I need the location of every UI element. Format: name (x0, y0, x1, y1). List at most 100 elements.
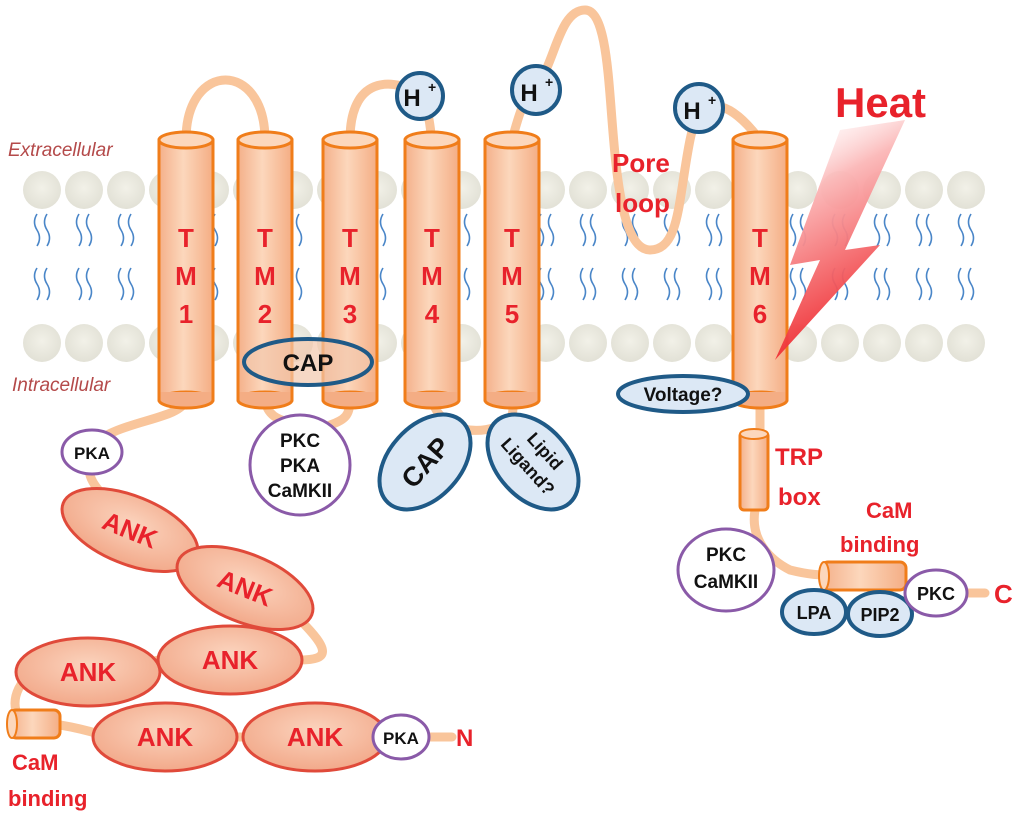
ank-label: ANK (287, 722, 344, 752)
lipid-tail-lower (547, 267, 555, 301)
lipid-tail-lower (117, 267, 125, 301)
lipid-tail-upper (75, 213, 83, 247)
ank-label: ANK (202, 645, 259, 675)
pkc-site-c2: PKC (903, 568, 969, 618)
heat-lightning-icon (775, 120, 905, 360)
lipid-head-inner (653, 324, 691, 362)
ank-repeat-5: ANK (91, 701, 239, 773)
pka-site-top: PKA (60, 428, 124, 476)
lipid-tail-lower (663, 267, 671, 301)
proton-h-3: H (683, 98, 700, 125)
pore-loop-label-2: loop (615, 188, 670, 218)
loop-tm1-tm2 (181, 75, 270, 145)
lipid-head-outer (905, 171, 943, 209)
voltage-site: Voltage? (616, 374, 750, 414)
lipid-head-outer (695, 171, 733, 209)
lipid-tail-upper (957, 213, 965, 247)
helix-label-2: 2 (258, 299, 272, 329)
proton-site-2: H + (510, 64, 562, 116)
cam-binding-n-helix (6, 708, 62, 740)
lipid-tail-lower (33, 267, 41, 301)
lipid-tail-lower (621, 267, 629, 301)
helix-label-3: T (342, 223, 358, 253)
ank-shape (175, 545, 315, 631)
cap-tm4-site: CAP (377, 412, 473, 512)
pkc-c2-label: PKC (917, 584, 955, 604)
lipid-head-inner (863, 324, 901, 362)
lipid-tail-upper (925, 213, 933, 247)
helix-cap-fill (734, 392, 786, 400)
lipid-tail-lower (883, 267, 891, 301)
helix-label-6: M (749, 261, 771, 291)
pkc-c1-label: PKC (706, 545, 746, 566)
lipid-tail-lower (43, 267, 51, 301)
ank-repeat-1: ANK (60, 487, 200, 573)
lipid-tail-upper (715, 213, 723, 247)
helix-label-4: T (424, 223, 440, 253)
helix-top-cap (483, 130, 541, 150)
lipid-tail-upper (789, 213, 797, 247)
helix-label-2: M (254, 261, 276, 291)
ank-label: ANK (137, 722, 194, 752)
ank-label: ANK (60, 657, 117, 687)
lipid-tail-lower (967, 267, 975, 301)
lipid-head-inner (947, 324, 985, 362)
proton-charge-3: + (708, 92, 716, 108)
helix-cap-fill (160, 392, 212, 400)
kinase-label-pkc: PKC (280, 431, 320, 452)
lipid-tail-upper (33, 213, 41, 247)
lipid-tail-upper (43, 213, 51, 247)
lipid-head-outer (107, 171, 145, 209)
helix-label-6: 6 (753, 299, 767, 329)
intracellular-label: Intracellular (12, 375, 111, 396)
helix-cap-fill (239, 392, 291, 400)
lipid-tail-lower (85, 267, 93, 301)
ank-shape (91, 701, 239, 773)
lpa-site: LPA (780, 588, 848, 636)
lipid-tail-upper (295, 213, 303, 247)
lipid-tail-upper (873, 213, 881, 247)
helix-cap-fill (406, 392, 458, 400)
helix-label-1: M (175, 261, 197, 291)
proton-charge-1: + (428, 79, 436, 95)
lipid-tail-lower (789, 267, 797, 301)
helix-label-4: 4 (425, 299, 440, 329)
helix-label-6: T (752, 223, 768, 253)
tm-helix-6: TM 6 (731, 130, 789, 410)
proton-site-3: H + (673, 82, 725, 134)
lipid-tail-upper (117, 213, 125, 247)
cam-binding-c-label-1: CaM (866, 498, 912, 523)
pore-loop-label-1: Pore (612, 148, 670, 178)
helix-top-cap (236, 130, 294, 150)
lipid-tail-lower (589, 267, 597, 301)
lipid-tail-upper (883, 213, 891, 247)
helix-label-4: M (421, 261, 443, 291)
pip2-label: PIP2 (860, 605, 899, 625)
lipid-head-outer (23, 171, 61, 209)
lipid-tail-lower (873, 267, 881, 301)
lipid-head-inner (23, 324, 61, 362)
pka-top-label: PKA (74, 444, 110, 463)
lipid-tail-lower (295, 267, 303, 301)
helix-label-1: 1 (179, 299, 193, 329)
lipid-head-inner (611, 324, 649, 362)
ank-shape (14, 636, 162, 708)
helix-top-cap (403, 130, 461, 150)
ank-repeat-3: ANK (156, 624, 304, 696)
proton-h-1: H (403, 85, 420, 112)
tm-helix-5: TM5 (483, 130, 541, 410)
kinase-label-pka: PKA (280, 456, 320, 477)
helix-label-5: T (504, 223, 520, 253)
camkii-c1-label: CaMKII (694, 572, 758, 593)
kinase-label-camkii: CaMKII (268, 481, 332, 502)
lipid-tail-lower (705, 267, 713, 301)
tm-helix-4: TM 4 (403, 130, 461, 410)
lipid-tail-upper (967, 213, 975, 247)
helix-label-5: M (501, 261, 523, 291)
lipid-tail-lower (631, 267, 639, 301)
lpa-label: LPA (797, 603, 832, 623)
cam-binding-n-label-1: CaM (12, 750, 58, 775)
heat-label: Heat (835, 79, 926, 126)
